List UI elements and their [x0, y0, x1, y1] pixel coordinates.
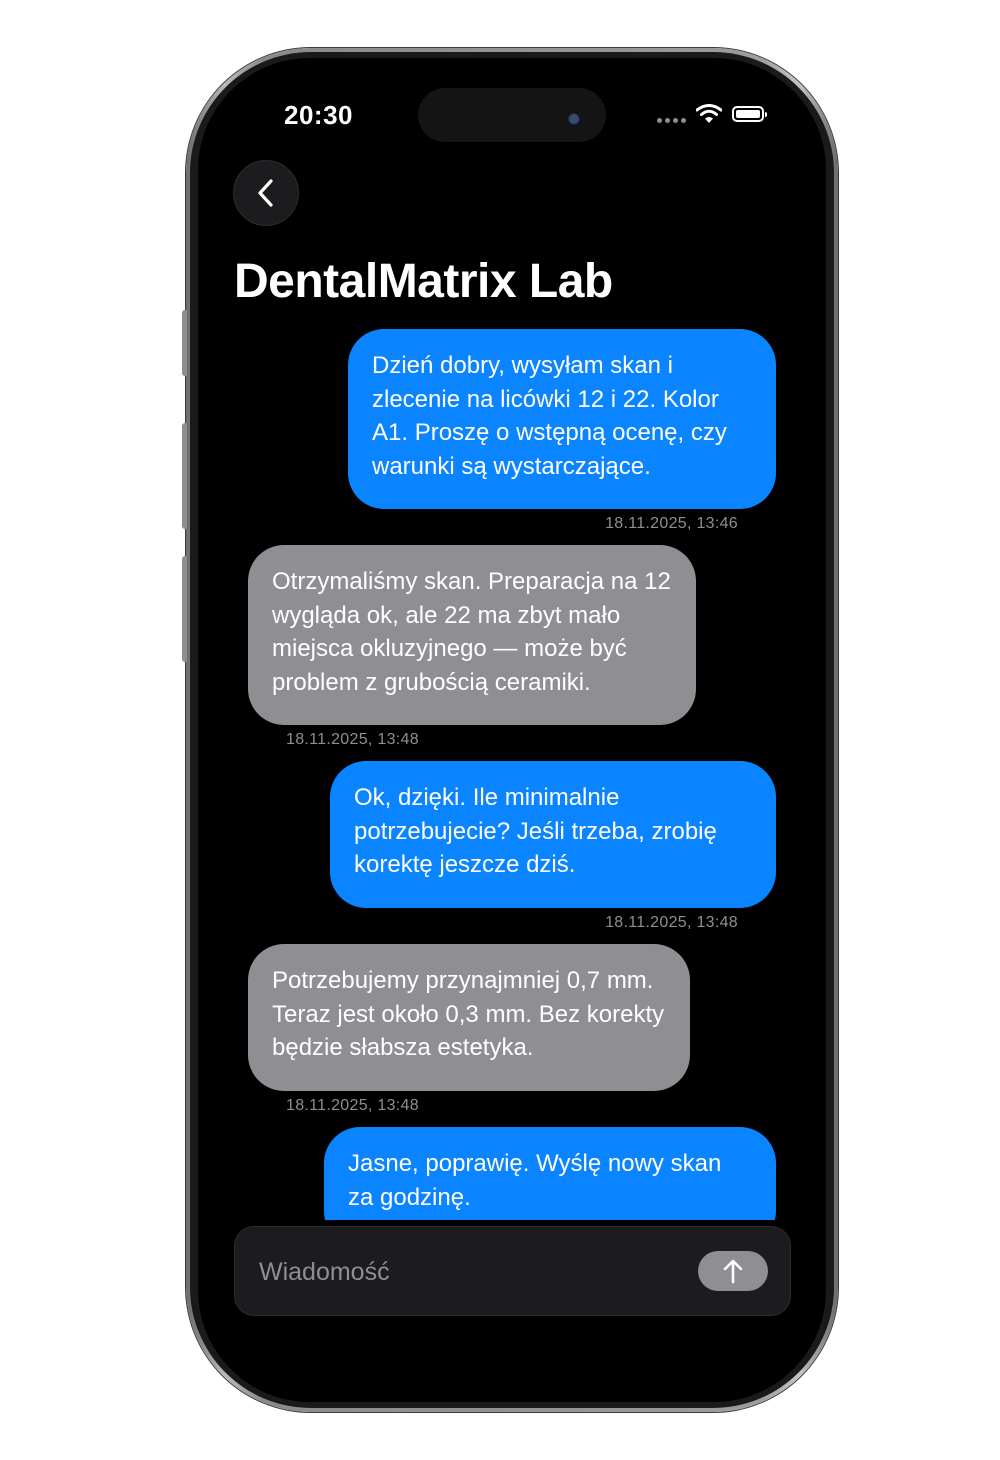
message-input[interactable]	[257, 1251, 681, 1293]
wifi-icon	[696, 104, 722, 123]
battery-icon	[732, 106, 767, 122]
volume-up-button	[182, 423, 187, 529]
message-timestamp: 18.11.2025, 13:48	[286, 1097, 419, 1114]
volume-down-button	[182, 556, 187, 662]
status-time: 20:30	[284, 100, 353, 130]
message-bubble-outgoing: Jasne, poprawię. Wyślę nowy skan za godz…	[324, 1127, 776, 1220]
signal-dots-icon	[657, 117, 686, 123]
message-timestamp: 18.11.2025, 13:48	[605, 914, 738, 931]
front-camera-icon	[564, 109, 584, 129]
send-button[interactable]	[698, 1251, 768, 1291]
message-composer	[234, 1226, 791, 1316]
message-bubble-incoming: Potrzebujemy przynajmniej 0,7 mm. Teraz …	[248, 944, 690, 1091]
message-list[interactable]: Dzień dobry, wysyłam skan i zlecenie na …	[198, 58, 826, 1220]
status-icons	[657, 102, 767, 126]
message-bubble-outgoing: Ok, dzięki. Ile minimalnie potrzebujecie…	[330, 761, 776, 908]
arrow-up-icon	[723, 1259, 743, 1284]
page-title: DentalMatrix Lab	[234, 255, 613, 308]
message-bubble-incoming: Otrzymaliśmy skan. Preparacja na 12 wygl…	[248, 545, 696, 725]
action-button	[182, 310, 187, 376]
phone-screen: 20:30 DentalMatrix Lab Dzień dobry, wysy…	[198, 58, 826, 1402]
message-timestamp: 18.11.2025, 13:48	[286, 731, 419, 748]
message-timestamp: 18.11.2025, 13:46	[605, 515, 738, 532]
chevron-left-icon	[258, 179, 273, 207]
message-bubble-outgoing: Dzień dobry, wysyłam skan i zlecenie na …	[348, 329, 776, 509]
back-button[interactable]	[233, 160, 299, 226]
